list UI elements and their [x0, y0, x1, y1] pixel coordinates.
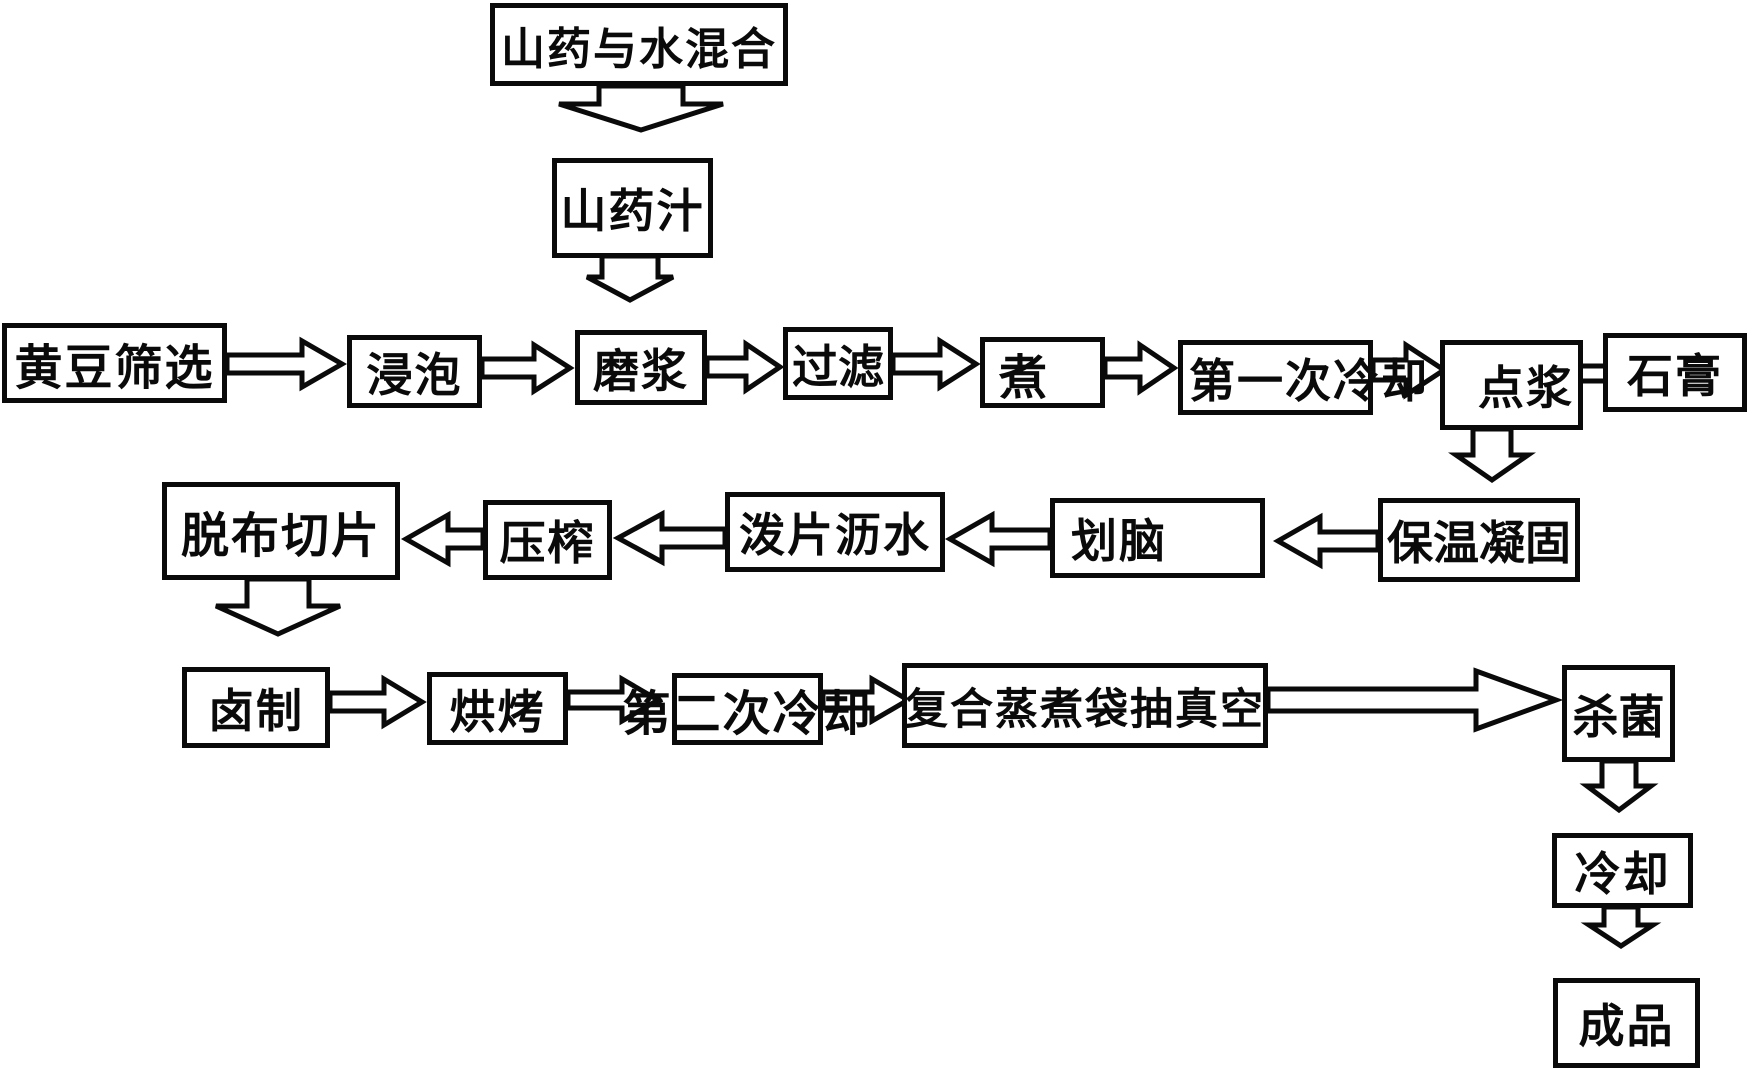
node-sterilization: 杀菌	[1562, 665, 1675, 762]
node-curd-cutting: 划脑	[1050, 498, 1265, 578]
node-first-cooling: 第一次冷却	[1178, 340, 1427, 415]
node-second-cooling: 第二次冷却	[623, 673, 871, 745]
node-decloth-slicing: 脱布切片	[162, 482, 400, 580]
arrow-soaking-to-grinding	[479, 340, 575, 396]
arrow-cooling-to-finished-product	[1580, 904, 1662, 949]
arrow-second-cooling-to-vacuum-pouch	[820, 674, 913, 726]
arrow-first-cooling-to-curdling	[1370, 340, 1449, 400]
node-vacuum-pouch: 复合蒸煮袋抽真空	[902, 663, 1268, 748]
node-cooling: 冷却	[1552, 833, 1693, 908]
arrow-solidification-to-curd-cutting	[1272, 512, 1381, 570]
node-finished-product: 成品	[1553, 978, 1700, 1068]
node-gypsum: 石膏	[1603, 333, 1747, 412]
arrow-filtering-to-boiling	[890, 336, 981, 392]
arrow-grinding-to-filtering	[704, 339, 785, 395]
arrow-slice-draining-to-pressing	[612, 509, 728, 567]
node-boiling: 煮	[980, 337, 1105, 408]
arrow-soybean-screening-to-soaking	[224, 336, 348, 392]
arrow-boiling-to-first-cooling	[1102, 340, 1179, 396]
node-baking: 烘烤	[427, 672, 568, 745]
node-soaking: 浸泡	[347, 335, 482, 408]
arrow-yam-juice-to-grinding	[585, 253, 675, 303]
arrow-decloth-slicing-to-braising	[214, 576, 342, 637]
arrow-baking-to-second-cooling	[565, 674, 663, 726]
arrow-pressing-to-decloth-slicing	[400, 510, 486, 568]
node-curdling: 点浆	[1440, 340, 1583, 430]
arrow-curdling-to-solidification	[1448, 426, 1536, 484]
node-pressing: 压榨	[483, 500, 612, 580]
arrow-vacuum-pouch-to-sterilization	[1265, 667, 1564, 733]
arrow-curd-cutting-to-slice-draining	[944, 510, 1053, 568]
node-solidification: 保温凝固	[1378, 498, 1580, 582]
node-soybean-screening: 黄豆筛选	[2, 323, 227, 403]
node-slice-draining: 泼片沥水	[725, 492, 945, 572]
node-yam-water-mix: 山药与水混合	[490, 3, 788, 86]
gypsum-connector	[1583, 363, 1605, 384]
node-braising: 卤制	[182, 667, 330, 748]
node-grinding: 磨浆	[575, 330, 707, 405]
arrow-yam-water-mix-to-yam-juice	[558, 83, 724, 133]
arrow-braising-to-baking	[327, 674, 427, 730]
arrow-sterilization-to-cooling	[1579, 758, 1659, 814]
node-yam-juice: 山药汁	[552, 158, 713, 258]
node-filtering: 过滤	[783, 327, 893, 400]
